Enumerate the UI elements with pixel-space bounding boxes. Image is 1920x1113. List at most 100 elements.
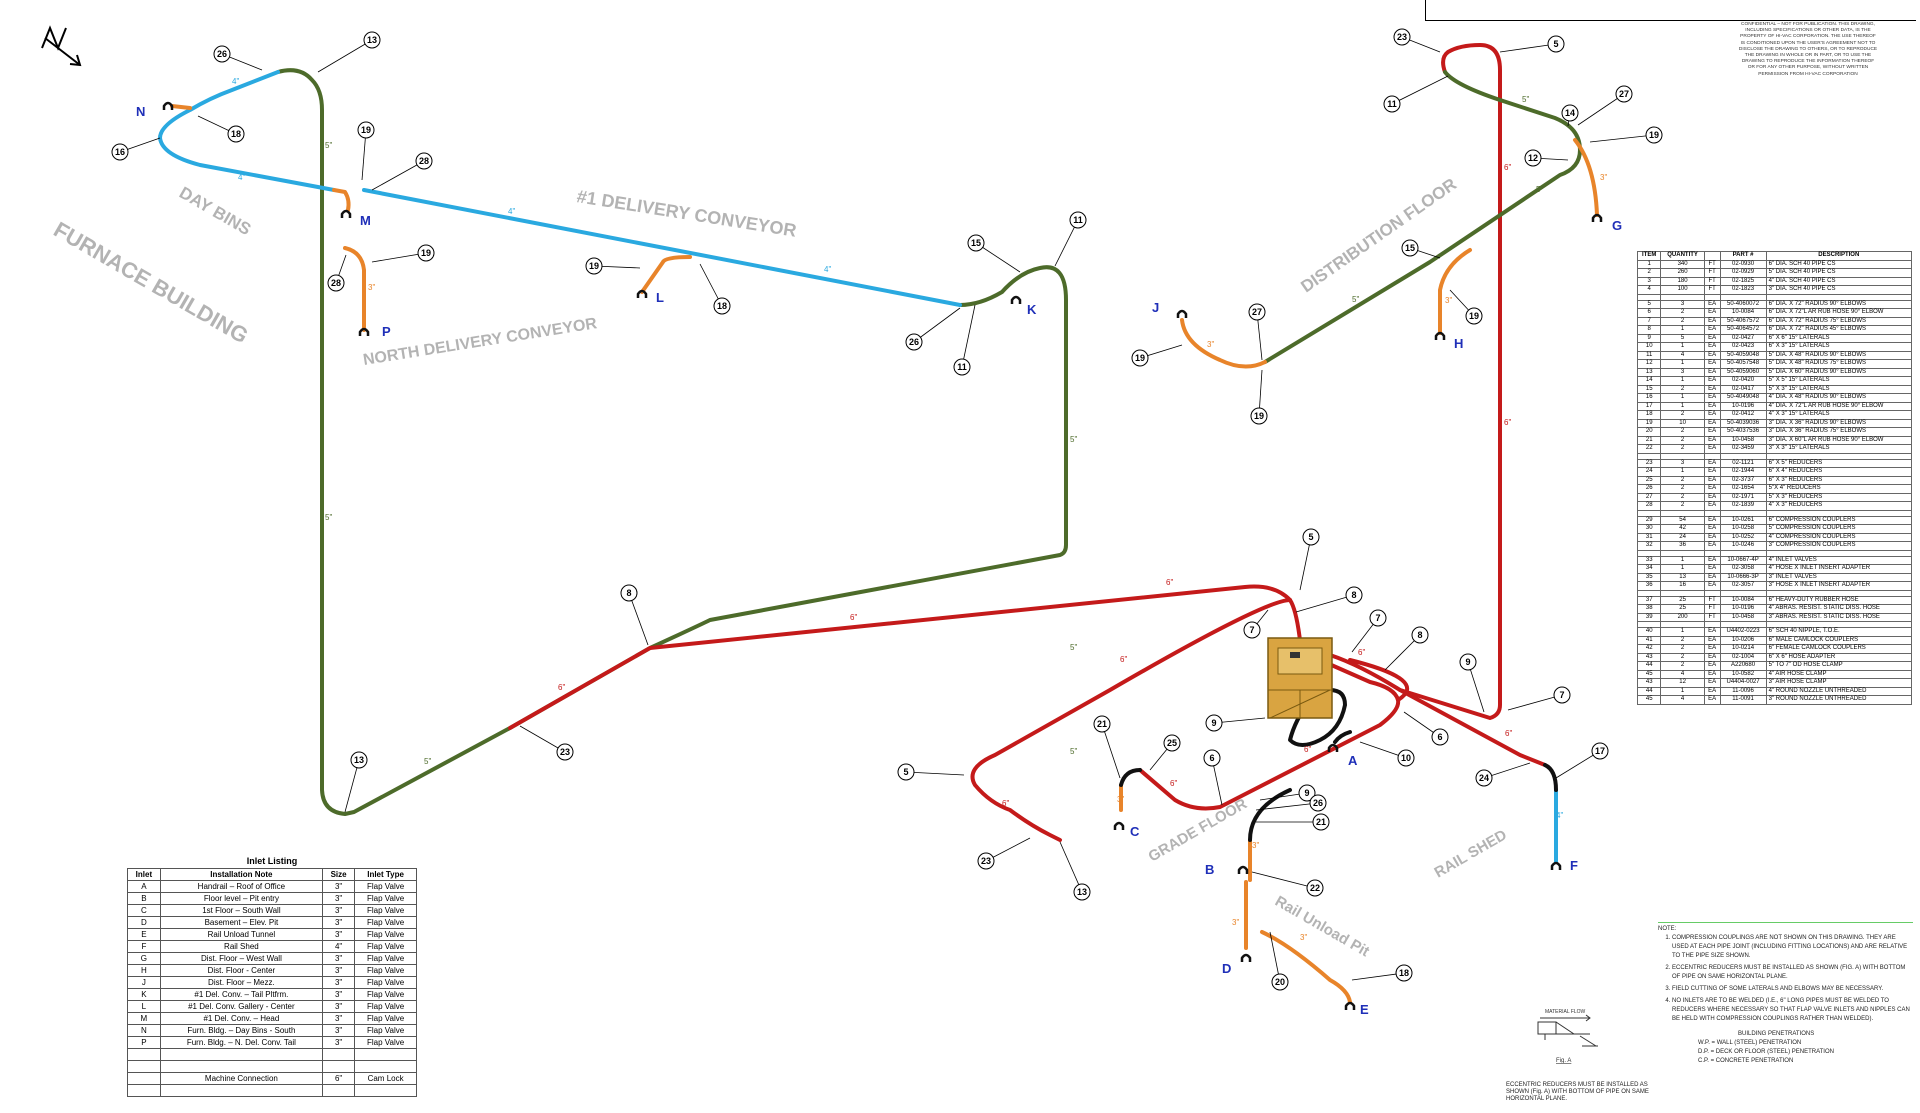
size-label: 5" [1536,185,1543,194]
bom-cell: 3" DIA. SCH 40 PIPE CS [1765,285,1913,295]
bom-cell: 4" DIA. X 48" RADIUS 90° ELBOWS [1765,393,1913,403]
inlet-cap-g [1591,213,1603,222]
inlet-table-cell: H [127,964,161,977]
bom-cell: 44 [1636,686,1662,696]
bom-cell: 4" X 3" REDUCERS [1765,501,1913,511]
bom-cell: 43 [1636,678,1662,688]
bom-cell: 5 [1660,333,1705,343]
bom-cell: EA [1703,661,1721,671]
bom-cell: EA [1703,652,1721,662]
callout-19: 19 [371,244,435,263]
inlet-table-cell [159,1048,324,1061]
note-item: NO INLETS ARE TO BE WELDED (I.E., 6" LON… [1672,997,1913,1024]
inlet-table-cell: #1 Del. Conv. Gallery - Center [159,1000,324,1013]
hose-inlet-a [1333,730,1352,744]
inlet-table-row: K#1 Del. Conv. – Tail Pltfrm.3"Flap Valv… [127,988,417,1001]
bom-cell: 50-4039036 [1719,418,1767,428]
callout-27: 27 [1577,85,1633,126]
svg-text:13: 13 [1077,887,1087,897]
inlet-table-header: Inlet Type [354,868,417,881]
bom-cell: 4" INLET VALVES [1765,555,1913,565]
inlet-cap-m [340,209,352,218]
bom-cell: 50-4067572 [1719,316,1767,326]
callout-9: 9 [1205,714,1266,732]
bom-cell: 100 [1660,285,1705,295]
svg-text:10: 10 [1401,753,1411,763]
bom-cell: 32 [1636,541,1662,551]
area-label-furnace-building: FURNACE BUILDING [50,217,253,349]
penetration-item: C.P. = CONCRETE PENETRATION [1698,1058,1794,1064]
pipe-3in-inlet-p [343,246,366,332]
bom-cell: EA [1703,475,1721,485]
bom-cell: EA [1703,484,1721,494]
svg-text:26: 26 [1313,798,1323,808]
bom-cell: 10-0246 [1719,541,1767,551]
bom-gap-row [1636,589,1913,597]
bom-cell: EA [1703,444,1721,454]
size-label: 5" [424,757,431,766]
bom-cell: 1 [1660,325,1705,335]
inlet-table-cell: 1st Floor – South Wall [159,904,324,917]
bom-cell: 29 [1636,515,1662,525]
bom-cell: 16 [1660,581,1705,591]
bom-cell: 8 [1636,325,1662,335]
bom-cell: EA [1703,359,1721,369]
bom-cell: 50-4037536 [1719,427,1767,437]
inlet-table-cell: Flap Valve [354,940,417,953]
inlet-table-cell: Dist. Floor - Center [159,964,324,977]
callout-25: 25 [1149,734,1181,771]
svg-text:7: 7 [1559,690,1564,700]
bom-cell: 2 [1660,652,1705,662]
bom-cell: 6 [1636,308,1662,318]
bom-cell: 6" HEAVY-DUTY RUBBER HOSE [1765,595,1913,605]
size-label: 6" [850,613,857,622]
bom-cell: FT [1703,268,1721,278]
size-label: 3" [1600,173,1607,182]
svg-text:13: 13 [367,35,377,45]
inlet-table-cell: 3" [322,988,356,1001]
bom-cell: 10-0084 [1719,595,1767,605]
inlet-table-cell: Flap Valve [354,904,417,917]
inlet-table-header: Installation Note [159,868,324,881]
bom-cell: 2 [1660,410,1705,420]
bom-cell: EA [1703,418,1721,428]
inlet-cap-b [1237,865,1249,874]
bom-cell: 12 [1636,359,1662,369]
inlet-table-cell [159,1060,324,1073]
bom-cell: 26 [1636,484,1662,494]
svg-text:19: 19 [1135,353,1145,363]
bom-cell: FT [1703,612,1721,622]
note-item: ECCENTRIC REDUCERS MUST BE INSTALLED AS … [1672,964,1913,982]
bom-cell: 50-4057548 [1719,359,1767,369]
svg-text:5: 5 [903,767,908,777]
inlet-table-cell: 3" [322,976,356,989]
bom-cell: 3 [1660,299,1705,309]
inlet-table-cell [322,1084,356,1097]
inlet-table-cell: Floor level – Pit entry [159,892,324,905]
bom-cell: 42 [1636,644,1662,654]
bom-cell: 3" COMPRESSION COUPLERS [1765,541,1913,551]
pipe-6in-rail-shed [1398,688,1547,767]
pipe-3in-inlet-m [332,188,351,212]
svg-text:23: 23 [981,856,991,866]
inlet-table-cell: 3" [322,1024,356,1037]
bom-cell: 5" X 3" 15° LATERALS [1765,384,1913,394]
callout-11: 11 [1054,211,1087,267]
inlet-table-cell: Flap Valve [354,1024,417,1037]
bom-cell: 3" ABRAS. RESIST. STATIC DISS. HOSE [1765,612,1913,622]
callout-22: 22 [1251,871,1324,897]
svg-text:7: 7 [1375,613,1380,623]
